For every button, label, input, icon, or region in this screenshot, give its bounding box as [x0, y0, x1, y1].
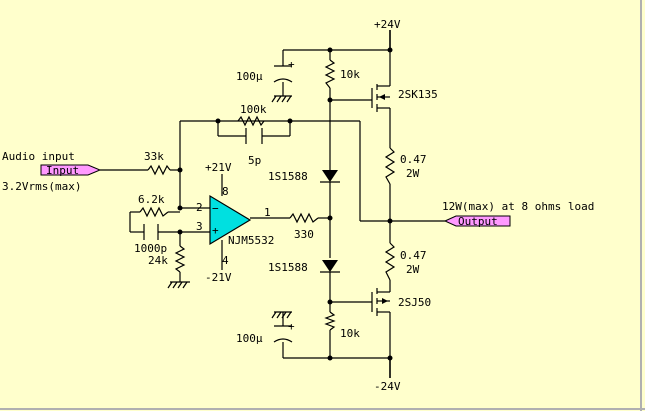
cap-bottom-symbol: [271, 311, 293, 343]
supply-pos-label: +24V: [374, 18, 401, 31]
supply-neg-label: -24V: [374, 380, 401, 393]
input-level-label: 3.2Vrms(max): [2, 180, 81, 193]
pin8-label: 8: [222, 185, 229, 198]
r-bottom-bias-value: 10k: [340, 327, 360, 340]
cap-in2-symbol: [143, 224, 159, 240]
r-src-top-value: 0.47: [400, 153, 427, 166]
opamp-plus-sign: +: [212, 224, 219, 237]
cap-top-symbol: [271, 65, 293, 103]
audio-input-label: Audio input: [2, 150, 75, 163]
input-port-shape: [40, 164, 102, 176]
wires: [100, 30, 445, 378]
opamp-name-label: NJM5532: [228, 234, 274, 247]
junction-dots: [177, 47, 393, 361]
resistor-r-src-bottom: [384, 242, 396, 281]
resistor-r-top-bias: [324, 59, 336, 89]
resistor-r-bottom-bias: [324, 311, 336, 331]
resistor-r-in2: [139, 206, 169, 218]
output-port-label: Output: [458, 215, 498, 228]
cap-bottom-value: 100μ: [236, 332, 263, 345]
r-input-value: 33k: [144, 150, 164, 163]
mosfet-top-symbol: [371, 80, 391, 112]
cap-bottom-plus: +: [288, 320, 295, 333]
pin4-label: 4: [222, 254, 229, 267]
c-feedback-value: 5p: [248, 154, 261, 167]
resistor-r-src-top: [384, 147, 396, 185]
cap-feedback-symbol: [245, 128, 263, 144]
diode-bottom-symbol: [320, 260, 340, 273]
r-src-bottom-value: 0.47: [400, 249, 427, 262]
opamp-minus-sign: −: [212, 202, 219, 215]
resistor-r-out: [289, 212, 319, 224]
r-src-top-watt: 2W: [406, 167, 420, 180]
r-out-value: 330: [294, 228, 314, 241]
diode-top-label: 1S1588: [268, 170, 308, 183]
resistor-r-input: [147, 164, 171, 176]
cap-top-plus: +: [288, 58, 295, 71]
r-feedback-value: 100k: [240, 103, 267, 116]
r-src-bottom-watt: 2W: [406, 263, 420, 276]
r-top-bias-value: 10k: [340, 68, 360, 81]
diode-top-symbol: [320, 170, 340, 183]
opamp-vplus-label: +21V: [205, 161, 232, 174]
output-rating-label: 12W(max) at 8 ohms load: [442, 200, 594, 213]
output-port-shape: [443, 215, 511, 227]
opamp-vminus-label: -21V: [205, 271, 232, 284]
c-in2-value: 1000p: [134, 242, 167, 255]
opamp-symbol: [209, 194, 252, 246]
resistor-r-ground: [167, 245, 190, 289]
cap-top-value: 100μ: [236, 70, 263, 83]
pin1-label: 1: [264, 206, 271, 219]
pin2-label: 2: [196, 201, 203, 214]
mosfet-bottom-symbol: [371, 288, 390, 316]
r-ground-value: 24k: [148, 254, 168, 267]
input-port-label: Input: [46, 164, 79, 177]
mosfet-top-label: 2SK135: [398, 88, 438, 101]
mosfet-bottom-label: 2SJ50: [398, 296, 431, 309]
pin3-label: 3: [196, 220, 203, 233]
resistor-r-feedback: [237, 115, 265, 127]
diode-bottom-label: 1S1588: [268, 261, 308, 274]
r-in2-value: 6.2k: [138, 193, 165, 206]
